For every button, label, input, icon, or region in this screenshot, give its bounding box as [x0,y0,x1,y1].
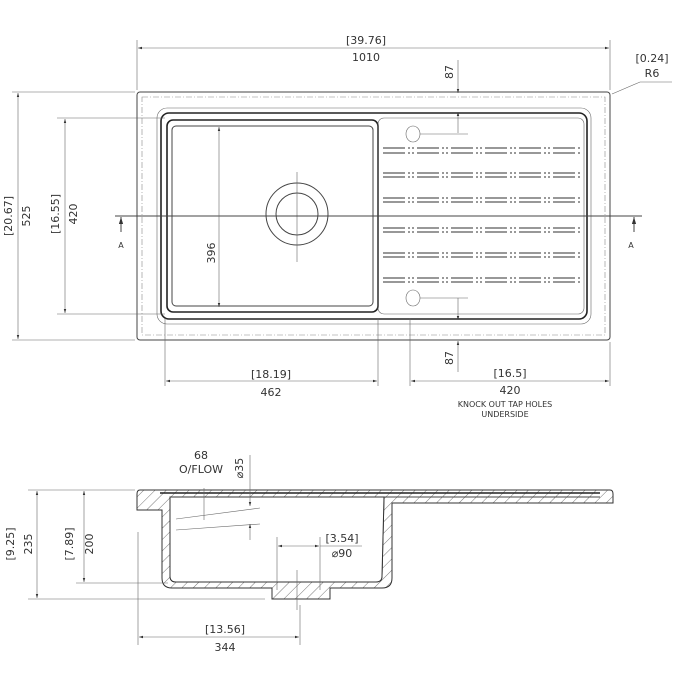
bowl-width-imperial: [18.19] [251,368,291,381]
tap-hole-bottom [405,289,421,307]
overflow-label: O/FLOW [179,463,223,476]
drainer-width-imperial: [16.5] [493,367,526,380]
total-height-metric: 235 [22,534,35,555]
tap-offset-bottom: 87 [443,351,456,365]
sink-outline-inner [141,96,606,336]
total-height-imperial: [9.25] [4,527,17,560]
top-view: A A [39.76] 1010 [0.24] R6 [20.67] 525 [… [2,34,672,419]
section-marker-left: A [118,241,124,250]
overall-depth-metric: 525 [20,206,33,227]
note-line-1: KNOCK OUT TAP HOLES [458,400,553,409]
waste-diameter-imperial: [3.54] [325,532,358,545]
drainer-grooves [383,147,582,283]
note-line-2: UNDERSIDE [481,410,528,419]
overall-depth-imperial: [20.67] [2,196,15,236]
corner-radius-imperial: [0.24] [635,52,668,65]
tap-offset-top: 87 [443,65,456,79]
waste-outlet [265,172,329,262]
overall-width-imperial: [39.76] [346,34,386,47]
corner-radius-metric: R6 [645,67,660,80]
waste-offset-metric: 344 [215,641,236,654]
waste-diameter-metric: ⌀90 [332,547,353,560]
bowl-depth-imperial: [16.55] [49,194,62,234]
bowl-height-imperial: [7.89] [63,527,76,560]
bowl-height-metric: 200 [83,534,96,555]
tap-hole-top [405,125,421,143]
bowl-inner-value: 396 [205,243,218,264]
waste-offset-imperial: [13.56] [205,623,245,636]
bowl-depth-metric: 420 [67,204,80,225]
drainer-width-metric: 420 [500,384,521,397]
section-marker-right: A [628,241,634,250]
overall-width-metric: 1010 [352,51,380,64]
bowl-width-metric: 462 [261,386,282,399]
section-view: 68 O/FLOW ⌀35 [3.54] ⌀90 [9.25] 235 [7.8… [4,449,614,654]
overflow-diameter: ⌀35 [233,458,246,479]
overflow-value: 68 [194,449,208,462]
